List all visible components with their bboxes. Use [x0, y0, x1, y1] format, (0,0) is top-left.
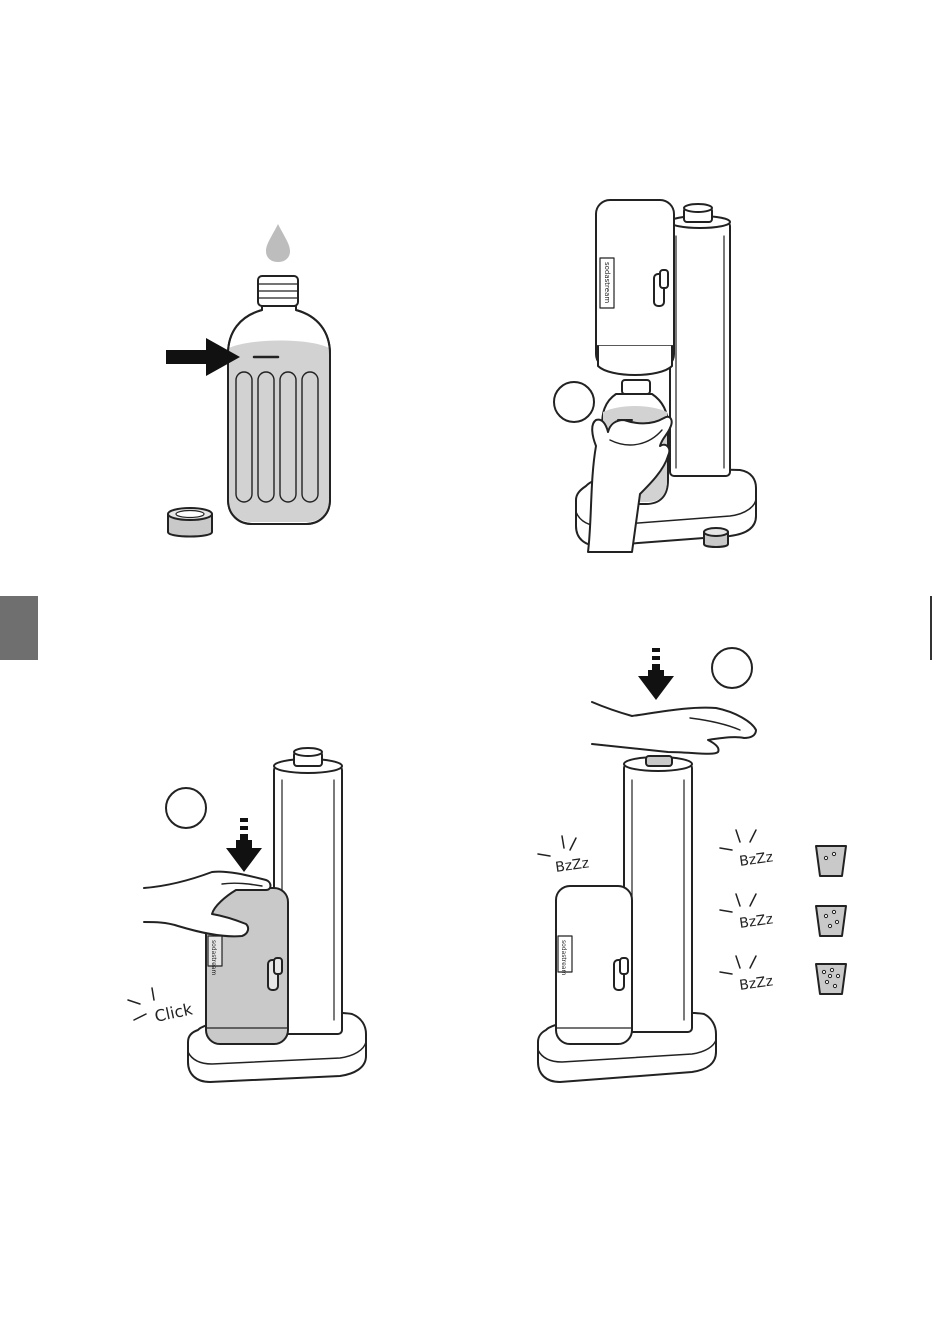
press-down-arrow-icon — [638, 648, 674, 700]
step-circle — [712, 648, 752, 688]
click-marks — [128, 988, 154, 1020]
brand-label: sodastream — [560, 940, 567, 975]
buzz-marks — [720, 894, 756, 912]
buzz-marks — [538, 836, 576, 856]
brand-label: sodastream — [603, 262, 611, 303]
bzzz-label: BzZz — [738, 911, 774, 932]
bottle-cap — [704, 528, 728, 547]
machine-column — [624, 764, 692, 1032]
bzzz-label: BzZz — [738, 973, 774, 994]
carbonation-cup-icon — [816, 964, 846, 994]
step-fill-bottle — [166, 224, 330, 537]
step-insert-bottle: sodastream — [554, 200, 756, 552]
hand — [592, 702, 756, 754]
machine-column — [670, 222, 730, 476]
bottle-cap — [168, 508, 212, 537]
brand-label: sodastream — [210, 940, 217, 975]
water-drop-icon — [266, 224, 290, 262]
step-circle — [166, 788, 206, 828]
buzz-marks — [720, 830, 756, 850]
bzzz-label: BzZz — [738, 849, 774, 870]
carbonation-cup-icon — [816, 906, 846, 936]
buzz-marks — [720, 956, 756, 974]
step-circle — [554, 382, 594, 422]
step-lock-bottle: sodastream Click — [128, 748, 366, 1082]
bottle-neck — [258, 276, 298, 306]
click-label: Click — [153, 999, 195, 1026]
carbonation-cup-icon — [816, 846, 846, 876]
bzzz-label: BzZz — [554, 855, 590, 876]
water-fill — [229, 341, 329, 523]
step-carbonate: sodastream BzZz — [538, 648, 846, 1082]
press-down-arrow-icon — [226, 818, 262, 872]
